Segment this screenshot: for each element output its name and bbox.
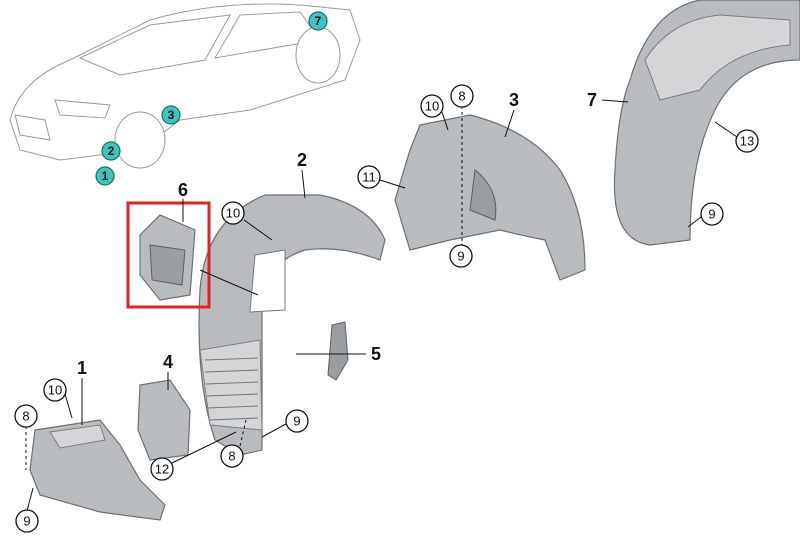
callout-9: 9 <box>15 509 39 533</box>
leader-lines <box>25 99 738 512</box>
part-number-7: 7 <box>587 90 597 110</box>
callout-8: 8 <box>450 84 474 108</box>
callout-9: 9 <box>449 244 473 268</box>
part-4-cover <box>137 379 191 461</box>
svg-text:13: 13 <box>740 134 754 149</box>
svg-text:8: 8 <box>22 409 29 424</box>
svg-text:10: 10 <box>48 383 62 398</box>
part-number-1: 1 <box>77 358 87 378</box>
locator-callout-3: 3 <box>161 105 181 125</box>
callout-10: 10 <box>43 378 67 402</box>
callout-8: 8 <box>220 444 244 468</box>
svg-text:2: 2 <box>108 144 115 158</box>
callout-11: 11 <box>357 165 381 189</box>
svg-text:9: 9 <box>708 207 715 222</box>
callout-13: 13 <box>735 129 759 153</box>
highlight-box-part-6 <box>126 201 211 309</box>
locator-callout-1: 1 <box>95 166 115 186</box>
callout-10: 10 <box>420 94 444 118</box>
callout-9: 9 <box>285 409 309 433</box>
svg-text:10: 10 <box>226 206 240 221</box>
svg-text:9: 9 <box>457 249 464 264</box>
svg-text:8: 8 <box>458 89 465 104</box>
part-number-2: 2 <box>297 150 307 170</box>
part-number-6: 6 <box>178 180 188 200</box>
part-1-underbody-panel <box>29 419 166 521</box>
svg-text:3: 3 <box>168 108 175 122</box>
part-7-wheel-arch-liner <box>613 0 800 246</box>
part-5-bracket <box>327 321 349 381</box>
part-number-4: 4 <box>163 352 173 372</box>
part-number-3: 3 <box>509 90 519 110</box>
svg-text:12: 12 <box>155 462 169 477</box>
callout-8: 8 <box>14 404 38 428</box>
part-number-5: 5 <box>371 344 381 364</box>
locator-callout-7: 7 <box>308 11 328 31</box>
svg-text:9: 9 <box>293 414 300 429</box>
locator-car <box>9 3 361 169</box>
part-3-liner <box>394 114 586 281</box>
svg-text:7: 7 <box>315 14 322 28</box>
callout-12: 12 <box>150 457 174 481</box>
part-6-cover <box>139 214 196 301</box>
svg-text:10: 10 <box>425 99 439 114</box>
svg-text:11: 11 <box>362 170 376 185</box>
locator-callout-2: 2 <box>101 141 121 161</box>
part-2-front-liner <box>198 194 386 456</box>
callout-10: 10 <box>221 201 245 225</box>
svg-text:9: 9 <box>23 514 30 529</box>
svg-text:1: 1 <box>102 169 109 183</box>
callout-9: 9 <box>700 202 724 226</box>
svg-text:8: 8 <box>228 449 235 464</box>
